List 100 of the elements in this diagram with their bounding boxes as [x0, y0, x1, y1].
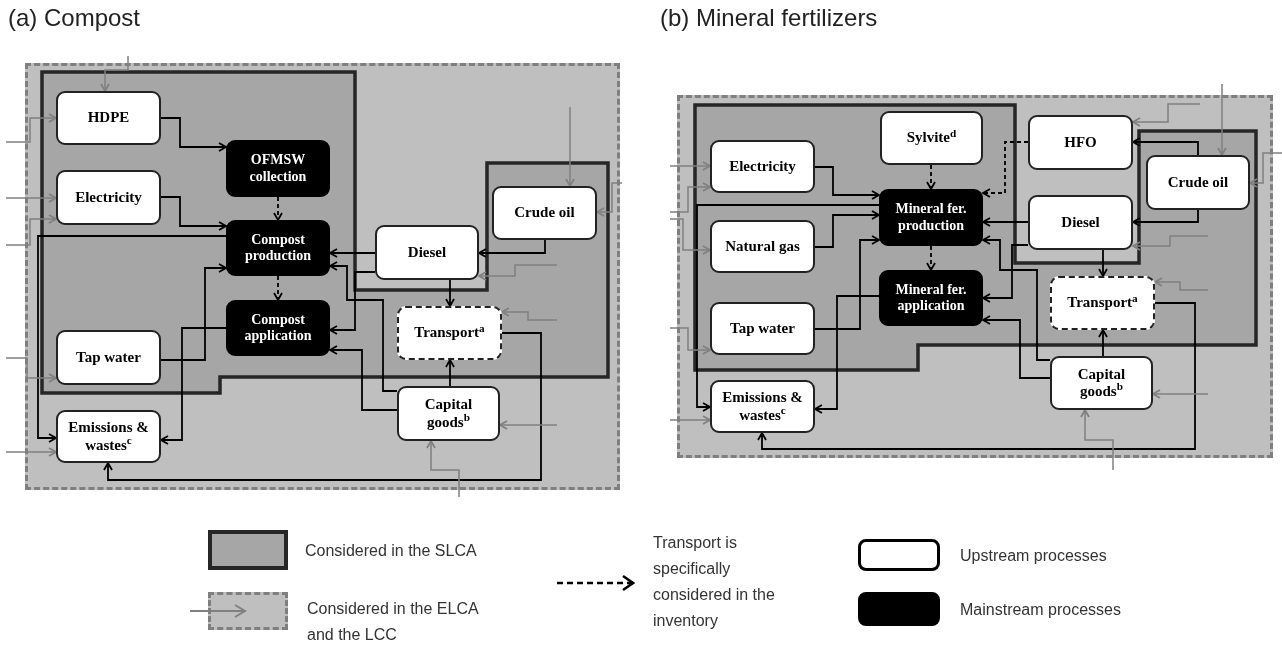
process-box	[56, 330, 161, 385]
arrow	[160, 263, 227, 361]
process-label: Compost application	[243, 311, 313, 345]
arrow	[37, 235, 227, 443]
arrow	[982, 315, 1051, 379]
arrow	[478, 239, 546, 258]
arrow	[100, 55, 129, 92]
arrow	[329, 345, 398, 411]
process-box	[1028, 195, 1133, 250]
arrow	[478, 264, 558, 281]
arrow	[814, 295, 880, 414]
arrow	[501, 307, 558, 321]
arrow	[499, 420, 558, 430]
arrow	[445, 359, 455, 387]
arrow	[5, 447, 57, 457]
transport-process-box	[397, 306, 502, 360]
process-box	[710, 220, 815, 273]
arrow	[273, 275, 283, 301]
arrow	[814, 235, 880, 330]
arrow	[273, 196, 283, 221]
arrow	[329, 248, 376, 258]
arrow	[669, 415, 711, 425]
arrow	[696, 204, 880, 412]
mainstream-process-box	[226, 300, 330, 356]
arrow	[669, 327, 711, 355]
arrow	[1217, 83, 1227, 156]
arrow	[669, 218, 711, 255]
process-label: Transport$^{a}$	[414, 324, 485, 342]
arrow	[5, 193, 57, 203]
arrow	[160, 196, 227, 231]
process-label: Diesel	[1061, 213, 1100, 232]
panel-title: (a) Compost	[8, 3, 141, 33]
arrow	[5, 214, 57, 246]
legend-text: Mainstream processes	[960, 600, 1122, 620]
arrow	[1152, 389, 1209, 399]
mainstream-process-box	[226, 220, 330, 276]
arrow	[982, 141, 1029, 198]
arrow	[160, 327, 227, 445]
process-label: Emissions & wastes$^{c}$	[721, 389, 804, 424]
arrow	[669, 161, 711, 171]
process-label: HFO	[1064, 133, 1097, 152]
legend-text: Transport is specifically considered in the inventory	[653, 533, 776, 631]
process-label: Natural gas	[725, 237, 800, 256]
process-box	[397, 386, 500, 441]
process-box	[710, 380, 815, 433]
process-label: Emissions & wastes$^{c}$	[67, 419, 150, 454]
arrow	[814, 210, 880, 248]
panel-title: (b) Mineral fertilizers	[660, 3, 878, 33]
arrow	[5, 357, 57, 383]
arrow	[982, 235, 1051, 361]
process-box	[880, 111, 983, 165]
legend-text: Upstream processes	[960, 546, 1108, 566]
process-label: Sylvite$^{d}$	[906, 129, 957, 147]
mainstream-process-box	[879, 270, 983, 326]
legend-text: Considered in the ELCA and the LCC	[307, 599, 480, 645]
process-box	[710, 140, 815, 193]
process-box	[1050, 356, 1153, 410]
arrow	[982, 217, 1029, 227]
arrow	[1132, 103, 1201, 127]
arrow	[329, 261, 398, 392]
process-box	[1146, 155, 1250, 210]
arrow	[1098, 249, 1108, 277]
process-label: Mineral fer. production	[894, 201, 968, 234]
process-label: Crude oil	[514, 204, 575, 222]
arrow	[329, 271, 376, 335]
arrow	[1098, 329, 1108, 357]
process-label: Transport$^{a}$	[1067, 294, 1138, 312]
arrow	[160, 117, 227, 152]
arrow	[669, 182, 711, 213]
arrow	[1132, 209, 1199, 227]
arrow	[565, 106, 575, 187]
arrow	[814, 166, 880, 200]
process-box	[1028, 115, 1133, 170]
arrow	[982, 244, 1029, 303]
process-label: Capital goods$^{b}$	[423, 396, 474, 431]
process-box	[492, 186, 597, 240]
arrow	[426, 440, 460, 498]
process-label: Compost production	[244, 231, 312, 265]
arrow	[596, 182, 623, 217]
process-box	[375, 225, 479, 280]
arrow	[445, 279, 455, 307]
process-box	[56, 410, 161, 463]
legend-text: Considered in the SLCA	[305, 541, 478, 561]
process-label: Electricity	[729, 157, 796, 176]
process-label: Capital goods$^{b}$	[1076, 365, 1127, 401]
process-box	[710, 302, 815, 355]
arrow	[5, 113, 57, 143]
process-label: Tap water	[76, 348, 141, 367]
process-label: HDPE	[87, 109, 130, 127]
mainstream-process-box	[879, 189, 983, 246]
arrow	[1132, 137, 1199, 156]
arrow	[757, 302, 1196, 450]
process-box	[56, 91, 161, 145]
arrow	[926, 164, 936, 190]
mainstream-process-box	[226, 140, 330, 197]
process-label: Diesel	[407, 243, 447, 262]
arrow	[926, 245, 936, 271]
process-label: Tap water	[730, 319, 795, 338]
process-box	[56, 170, 161, 225]
process-label: Mineral fer. application	[894, 281, 968, 315]
